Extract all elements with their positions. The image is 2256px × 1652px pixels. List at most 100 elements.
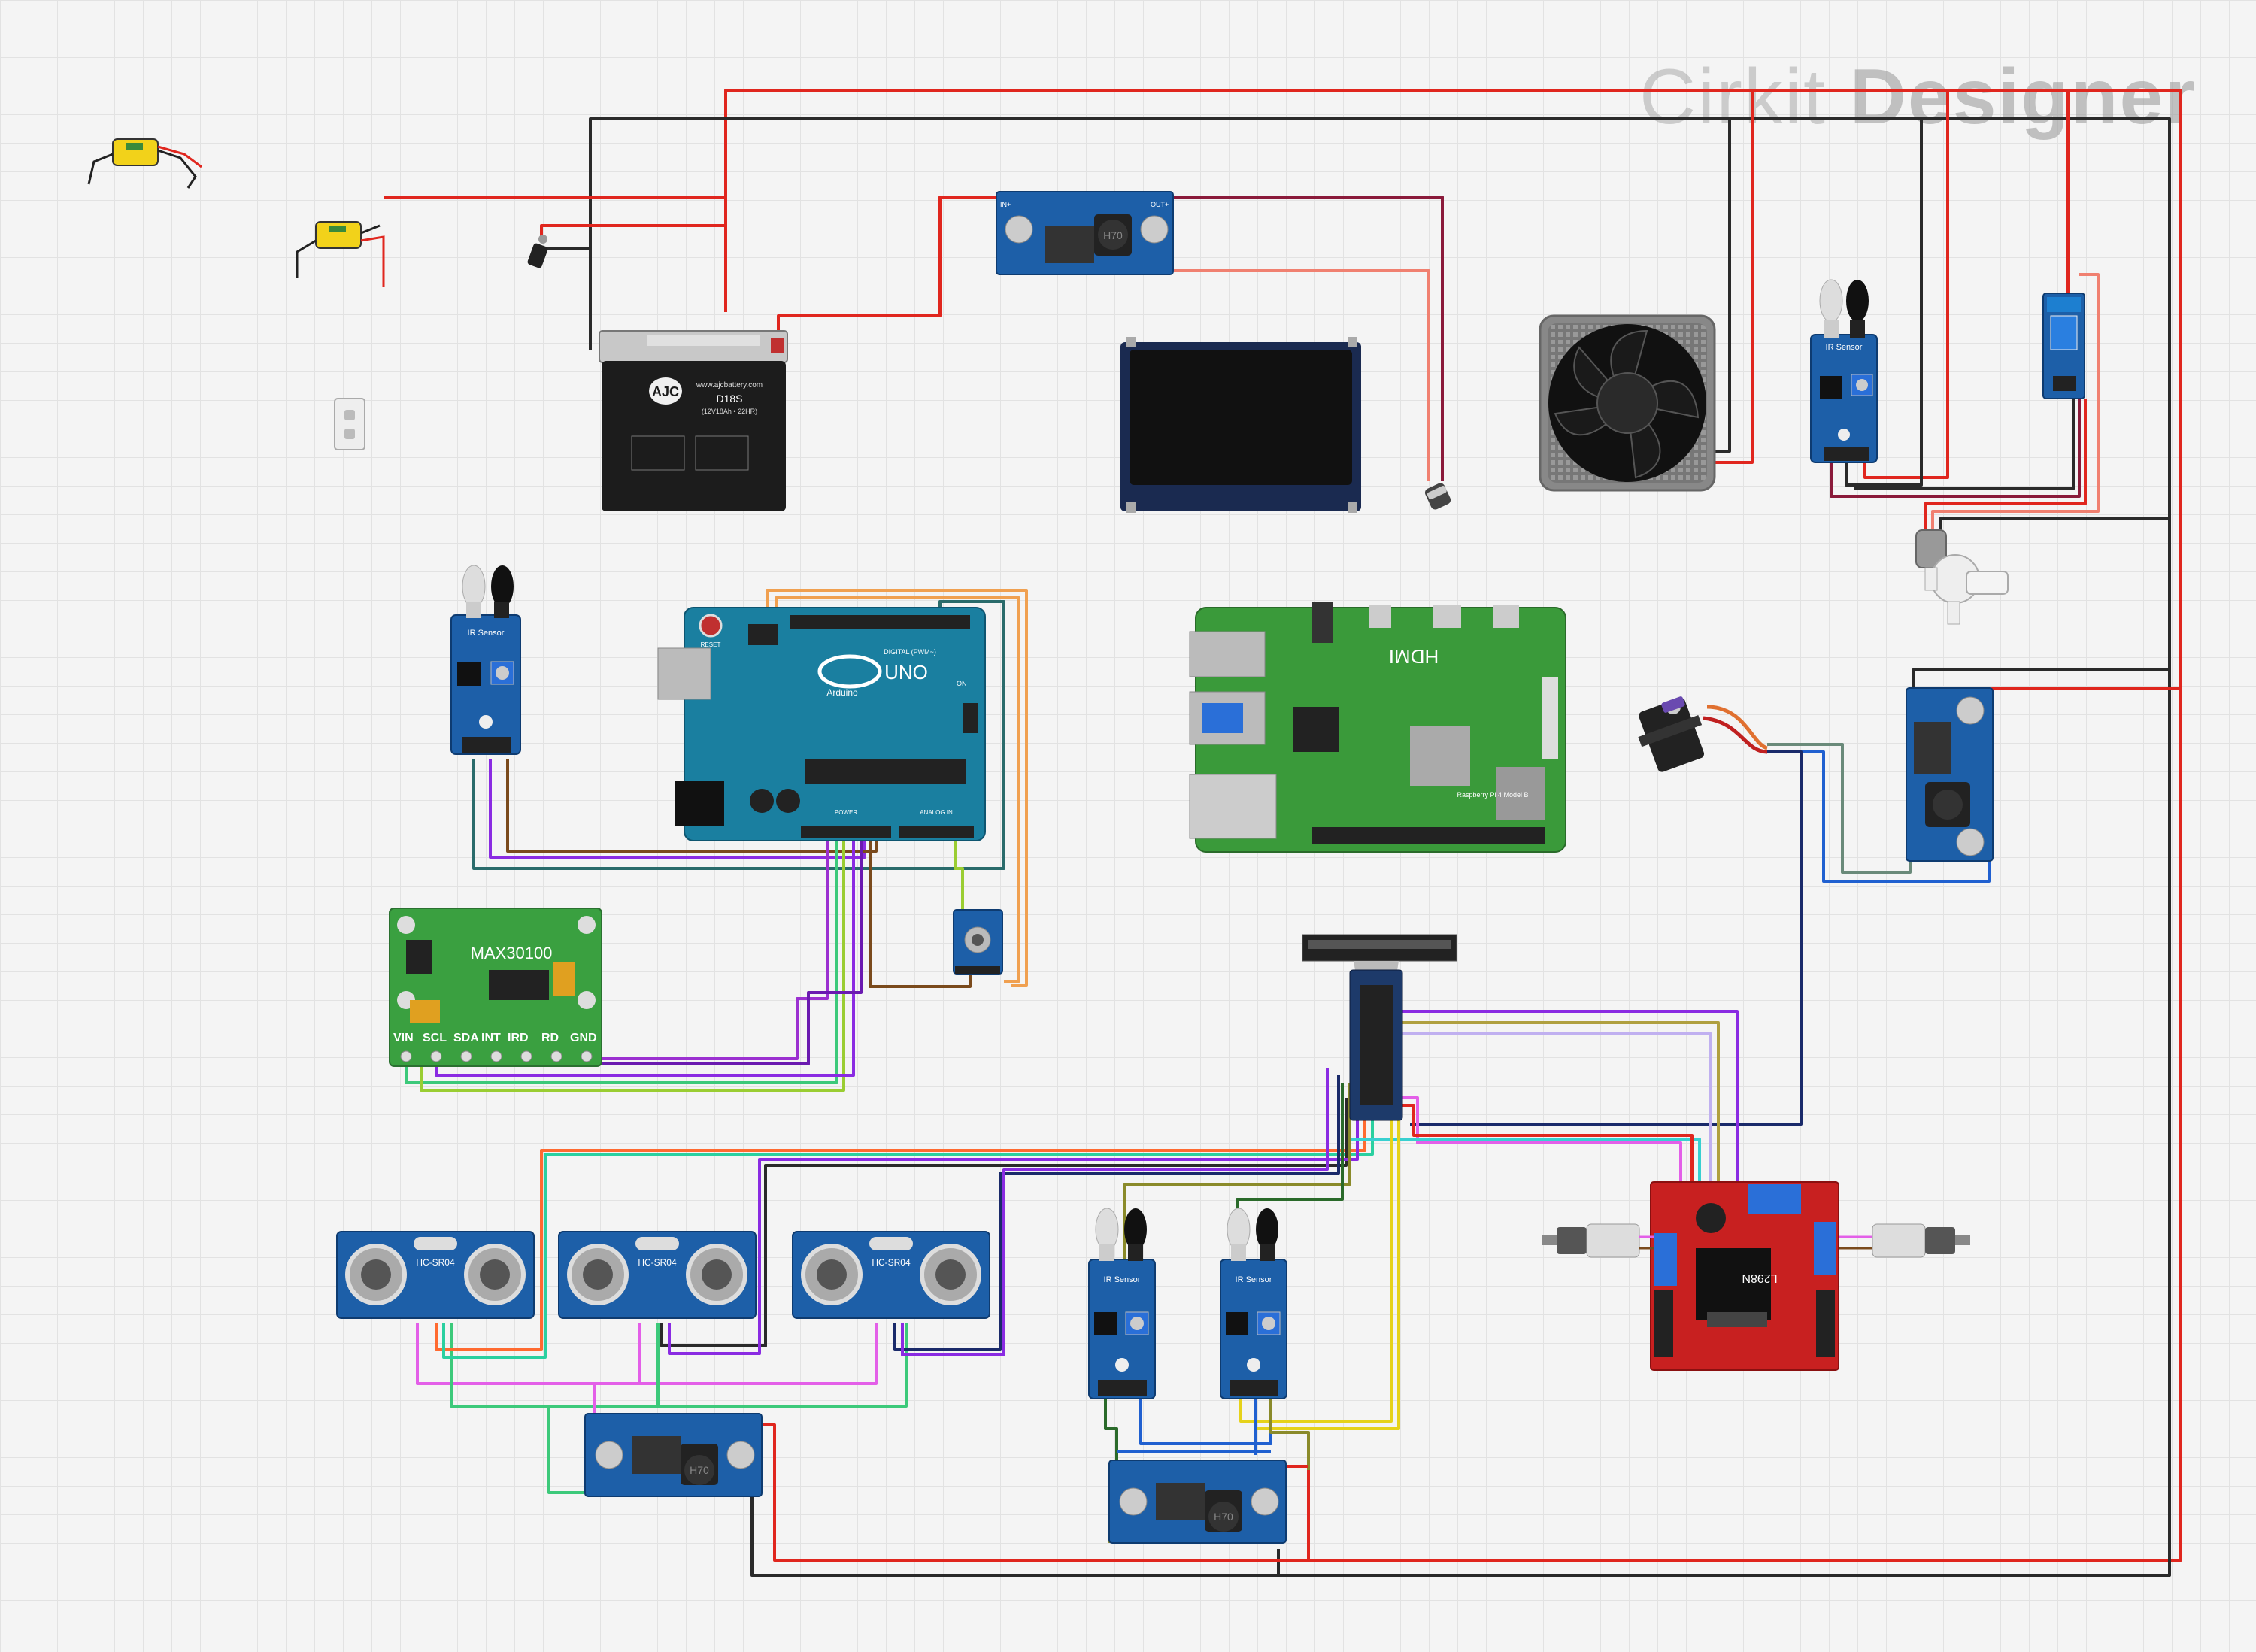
battery-spec: (12V18Ah • 22HR) [702, 408, 757, 415]
buck-converter-bottom-right[interactable]: H70 [1108, 1460, 1287, 1544]
dc-motor-right[interactable] [1839, 1223, 1970, 1258]
wire-red-fan[interactable] [1715, 90, 1754, 464]
wire-black-pump[interactable] [1939, 517, 2170, 530]
wire-red-buck-right[interactable] [1991, 687, 2181, 696]
wire-brown-ir-ard[interactable] [506, 759, 878, 853]
ir-bottom-1-label: IR Sensor [1104, 1275, 1141, 1284]
dc-motor-left[interactable] [1542, 1223, 1654, 1258]
wire-purple-ard-max-gnd[interactable] [587, 838, 863, 1065]
cooling-fan[interactable] [1539, 314, 1716, 492]
battery-model: D18S [716, 393, 742, 405]
wire-teal-ir-ard[interactable] [472, 600, 1005, 870]
wire-red-battery-buck[interactable] [777, 196, 1000, 342]
wire-violet-ard-max-scl[interactable] [587, 838, 829, 1060]
water-pump[interactable] [1915, 529, 2009, 625]
buck-converter-bottom-left[interactable]: H70 [584, 1413, 763, 1497]
wire-red-gpio-l298[interactable] [1399, 1104, 1694, 1192]
wire-orange-hcsr04-trig[interactable] [435, 1105, 1366, 1351]
wire-salmon-relay-pump[interactable] [1931, 273, 2100, 530]
hcsr04-1-label: HC-SR04 [416, 1257, 455, 1268]
wire-slate-servo-buck[interactable] [1767, 743, 1912, 874]
buck-converter-right[interactable] [1906, 687, 1994, 862]
wire-black-top-rail[interactable] [589, 117, 2171, 1577]
servo-motor[interactable] [1638, 696, 1768, 773]
relay-module[interactable] [2042, 293, 2085, 399]
wall-outlet[interactable] [334, 398, 365, 450]
wire-red-jack[interactable] [540, 224, 726, 241]
wire-maroon-buck-screen[interactable] [1173, 196, 1444, 481]
wire-lime-ard-max[interactable] [420, 838, 845, 1092]
ir-bottom-2-label: IR Sensor [1236, 1275, 1272, 1284]
ir-sensor-bottom-2[interactable]: IR Sensor [1220, 1208, 1287, 1399]
wire-teal-hcsr04-echo[interactable] [442, 1098, 1374, 1359]
wire-black-buck-left[interactable] [750, 1493, 1278, 1577]
dc-barrel-jack[interactable] [526, 235, 548, 269]
max-pin-sda: SDA [453, 1032, 479, 1044]
ir-sensor-bottom-1[interactable]: IR Sensor [1088, 1208, 1156, 1399]
wire-olive-gpio-l298[interactable] [1399, 1021, 1720, 1192]
usb-c-connector[interactable] [1424, 481, 1452, 511]
lead-acid-battery[interactable]: AJC www.ajcbattery.com D18S (12V18Ah • 2… [599, 330, 788, 511]
wire-blue-ir-b1[interactable] [1139, 1395, 1272, 1445]
hcsr04-sensor-2[interactable]: HC-SR04 [558, 1231, 757, 1319]
max-pin-ird: IRD [508, 1032, 529, 1044]
wire-black-hcsr04-2[interactable] [660, 1098, 1348, 1347]
wire-lavender-gpio-l298[interactable] [1399, 1032, 1712, 1192]
max-pin-vin: VIN [393, 1032, 414, 1044]
max30100-label: MAX30100 [471, 944, 553, 962]
raspberry-pi-4[interactable]: HDMI Raspberry Pi 4 Model B [1189, 602, 1566, 853]
wire-black-buck-right[interactable] [1912, 668, 2170, 696]
battery-charger-1[interactable] [87, 138, 202, 189]
wire-maroon-ir-relay[interactable] [1830, 399, 2081, 498]
wire-purple-hcsr04-2[interactable] [668, 1105, 1359, 1355]
max-pin-gnd: GND [570, 1032, 597, 1044]
max30100-sensor[interactable]: MAX30100 VIN SCL SDA INT IRD RD GND [389, 908, 602, 1067]
arduino-uno-label: UNO [884, 661, 928, 684]
wire-pink-hcsr04-1[interactable] [416, 1323, 878, 1385]
ir-sensor-top-right[interactable]: IR Sensor [1810, 279, 1878, 463]
wire-red-relay-pump[interactable] [1924, 399, 2087, 530]
wire-purple-gpio-l298[interactable] [1399, 1010, 1739, 1192]
wire-brown-ard-temp[interactable] [869, 838, 972, 988]
wire-red-ir-top[interactable] [1863, 90, 1949, 479]
ir-left-label: IR Sensor [468, 629, 505, 638]
wire-olive-ir-b2c[interactable] [1269, 1395, 1310, 1470]
wire-navy-servo-gpio[interactable] [1410, 750, 1803, 1126]
wire-purple-ir-ard[interactable] [489, 759, 866, 859]
arduino-on-led: ON [957, 680, 967, 687]
gpio-breakout[interactable] [1302, 934, 1457, 1121]
battery-charger-2[interactable] [296, 221, 385, 287]
temperature-sensor[interactable] [953, 909, 1003, 975]
ir-sensor-left[interactable]: IR Sensor [450, 565, 521, 755]
wire-yellow-ir-b2[interactable] [1239, 1113, 1393, 1423]
l298n-motor-driver[interactable]: L298N [1650, 1181, 1839, 1371]
wire-black-relay[interactable] [1854, 399, 2075, 490]
wire-green-hcsr04-gnd[interactable] [450, 1323, 908, 1408]
wire-blue-servo-buck[interactable] [1767, 750, 1991, 883]
cirkit-designer-watermark: Cirkit Designer [1639, 53, 2197, 142]
wire-black-fan[interactable] [1715, 119, 1731, 453]
wire-pink-gpio-l298[interactable] [1399, 1096, 1682, 1192]
lcd-display[interactable] [1120, 337, 1361, 513]
wire-black-ir-top[interactable] [1845, 119, 1923, 487]
rpi-model-text: Raspberry Pi 4 Model B [1457, 791, 1528, 799]
arduino-uno[interactable]: RESET DIGITAL (PWM~) UNO Arduino ON POWE… [657, 607, 986, 841]
wire-navy-hcsr04-3[interactable] [893, 1075, 1340, 1351]
wire-red-buck-left[interactable] [752, 1423, 1308, 1562]
ir-top-right-label: IR Sensor [1826, 343, 1863, 352]
hcsr04-2-label: HC-SR04 [638, 1257, 677, 1268]
wire-green-ard-max[interactable] [405, 838, 838, 1084]
hcsr04-sensor-1[interactable]: HC-SR04 [336, 1231, 535, 1319]
buck-br-inductor: H70 [1214, 1511, 1233, 1523]
wire-dkgreen-ir-b1[interactable] [1104, 1395, 1118, 1470]
wire-purple-hcsr04-3[interactable] [901, 1068, 1329, 1356]
hcsr04-3-label: HC-SR04 [872, 1257, 911, 1268]
wire-salmon-buck-screen[interactable] [1173, 269, 1430, 481]
wire-green-hcsr04-buck[interactable] [547, 1406, 594, 1494]
arduino-brand: Arduino [826, 687, 858, 698]
battery-brand: AJC [652, 384, 679, 399]
buck-converter-top[interactable]: H70 IN+ OUT+ [996, 191, 1174, 275]
hcsr04-sensor-3[interactable]: HC-SR04 [792, 1231, 990, 1319]
